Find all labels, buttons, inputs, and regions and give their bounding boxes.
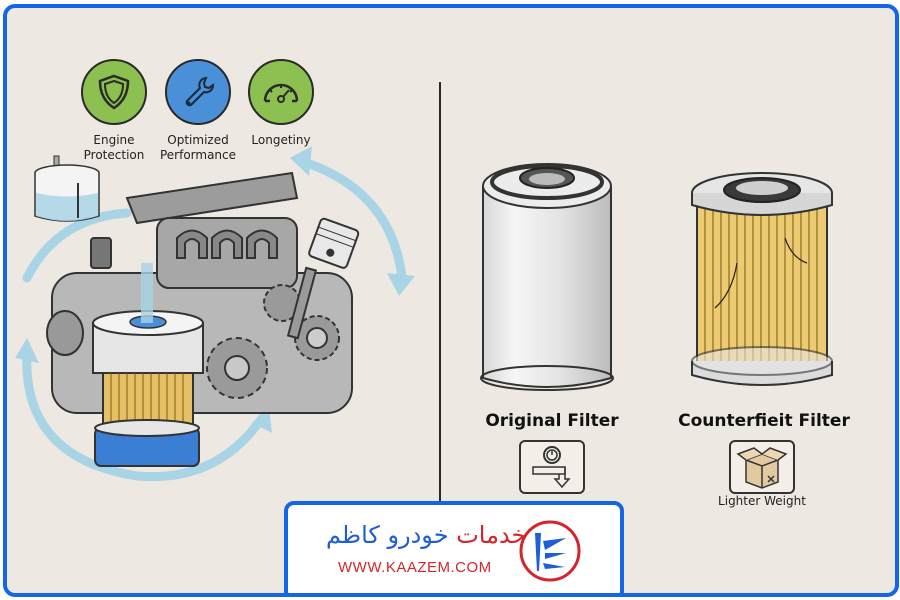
gauge-icon [248, 59, 314, 125]
feature-label: Protection [83, 148, 145, 162]
brand-name-persian: خدمات خودرو کاظم [326, 521, 526, 549]
circulation-arrows [22, 158, 407, 482]
open-box-icon [729, 440, 795, 494]
shield-icon [81, 59, 147, 125]
original-filter-title: Original Filter [485, 411, 619, 431]
counterfeit-filter-image [691, 172, 833, 386]
pressure-gauge-icon [519, 440, 585, 494]
brand-name-blue: خودرو کاظم [326, 521, 449, 549]
brand-url[interactable]: WWW.KAAZEM.COM [338, 559, 492, 576]
feature-longevity: Longetiny [236, 59, 326, 148]
kaazem-logo-icon [519, 520, 581, 582]
brand-logo-card[interactable]: خدمات خودرو کاظم WWW.KAAZEM.COM [284, 501, 624, 593]
original-filter-image [480, 163, 614, 391]
feature-label: Engine [93, 133, 135, 147]
brand-name-red: خدمات [456, 521, 527, 549]
divider [439, 82, 441, 502]
counterfeit-caption: Lighter Weight [718, 494, 806, 508]
feature-label: Longetiny [251, 133, 311, 147]
counterfeit-filter-title: Counterfieit Filter [678, 411, 850, 431]
feature-label: Performance [159, 148, 237, 162]
feature-label: Optimized [167, 133, 229, 147]
oil-reservoir-icon [34, 155, 100, 222]
engine-illustration [15, 146, 415, 482]
wrench-icon [165, 59, 231, 125]
